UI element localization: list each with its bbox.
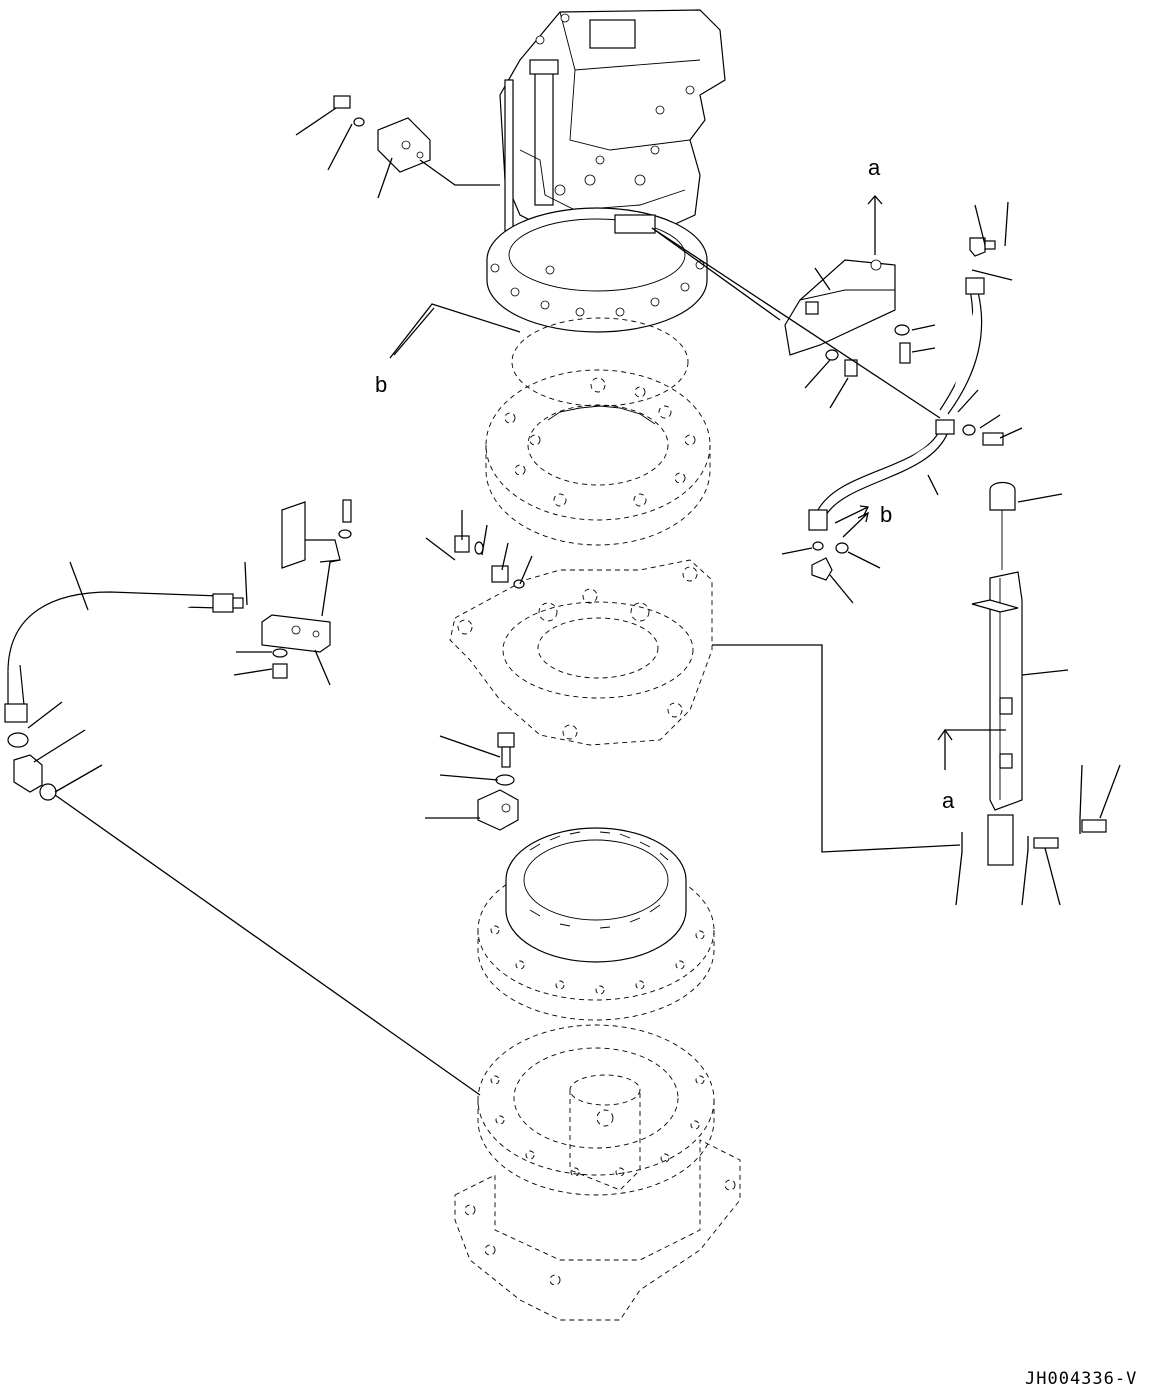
label-b-right: b: [880, 502, 892, 527]
left-hose-assembly: [4, 95, 525, 801]
leader-lines: [27, 107, 1121, 1096]
flange-bolts: [490, 220, 705, 317]
label-a-top: a: [868, 155, 881, 180]
drawing-code: JH004336-V: [1025, 1369, 1137, 1389]
carrier-housing: [449, 559, 713, 746]
bolt-washer-bracket: [477, 732, 519, 831]
label-a-bottom: a: [942, 788, 955, 813]
ring-gear-dashed: [485, 369, 711, 546]
gearbox-housing: [454, 1024, 741, 1321]
swing-motor: [486, 9, 726, 333]
right-hose-assembly: [784, 237, 1004, 581]
label-b-left: b: [375, 372, 387, 397]
internal-gear: [477, 827, 715, 1021]
cylinder-assembly: [961, 481, 1107, 866]
o-ring-gasket: [511, 317, 689, 407]
